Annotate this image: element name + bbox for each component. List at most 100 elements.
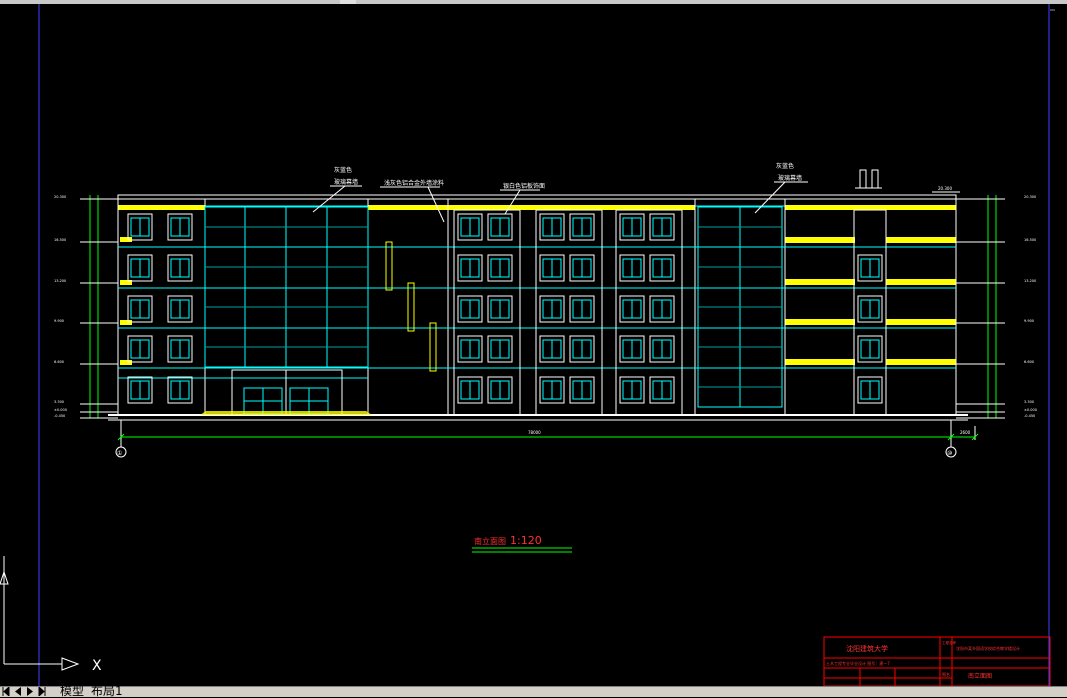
window xyxy=(539,295,565,323)
title-strip-nub xyxy=(340,0,356,4)
window xyxy=(167,213,193,241)
roof-level-mark: 20.300 xyxy=(932,186,960,193)
window xyxy=(857,376,883,404)
drawing-scale-text: 1:120 xyxy=(510,534,542,547)
window-bay xyxy=(535,209,603,416)
elevation-label-right: 9.900 xyxy=(1024,319,1034,323)
drawing-title-text: 南立面图 xyxy=(474,536,506,546)
elevation-label-right: ±0.000 xyxy=(1024,408,1037,412)
window xyxy=(569,213,595,241)
callout-2-line1: 浅灰色铝合金外墙涂料 xyxy=(384,179,444,187)
window xyxy=(649,376,675,404)
axis-left-label: ① xyxy=(117,450,122,457)
building-outline xyxy=(108,198,968,421)
callout-1-line1: 灰蓝色 xyxy=(334,166,352,174)
window xyxy=(127,295,153,323)
window xyxy=(649,335,675,363)
total-dimension: 78000 xyxy=(528,430,541,435)
window xyxy=(619,376,645,404)
window-title-strip xyxy=(0,0,1067,4)
window xyxy=(619,254,645,282)
window xyxy=(539,254,565,282)
window xyxy=(569,295,595,323)
roof-level-text: 20.300 xyxy=(938,186,952,191)
elevation-label-left: 9.900 xyxy=(54,319,64,323)
window-bay xyxy=(453,209,521,416)
elevation-label-right: -0.450 xyxy=(1024,414,1035,418)
south-elevation[interactable]: 20.300 16.500 13.200 9.900 6.600 3.300 ±0.000 -… xyxy=(54,162,1037,553)
window xyxy=(167,335,193,363)
dimension-line: 78000 2600 ① ⑩ xyxy=(115,420,979,458)
yellow-floor-bands xyxy=(118,205,956,365)
window xyxy=(539,213,565,241)
window xyxy=(167,254,193,282)
window xyxy=(127,254,153,282)
elevation-label-left: 20.300 xyxy=(54,195,66,199)
window xyxy=(857,335,883,363)
elevation-label-left: -0.450 xyxy=(54,414,65,418)
main-entrance xyxy=(200,369,372,416)
window xyxy=(457,254,483,282)
window xyxy=(569,254,595,282)
next-tab-icon[interactable] xyxy=(26,687,34,696)
vertical-scroll-area[interactable] xyxy=(1055,4,1067,686)
elevation-label-right: 13.200 xyxy=(1024,279,1036,283)
window xyxy=(539,376,565,404)
window-bay xyxy=(615,209,683,416)
window xyxy=(167,376,193,404)
elevation-label-left: 16.500 xyxy=(54,238,66,242)
elevation-label-left: ±0.000 xyxy=(54,408,67,412)
elevation-label-left: 3.300 xyxy=(54,400,64,404)
window xyxy=(619,335,645,363)
window xyxy=(487,295,513,323)
callout-3: 银白色铝板饰面 xyxy=(500,182,545,215)
tab-model[interactable]: 模型 xyxy=(60,684,85,698)
window xyxy=(127,335,153,363)
title-block-drawing-name: 南立面图 xyxy=(968,672,992,680)
title-block-course: 土木工程专业毕业设计 图号：建—7 xyxy=(826,660,890,666)
window xyxy=(487,335,513,363)
window-grid xyxy=(127,209,887,416)
tab-layout1[interactable]: 布局1 xyxy=(91,684,123,698)
drawing-canvas[interactable]: 20.300 16.500 13.200 9.900 6.600 3.300 ±0.000 -… xyxy=(0,4,1067,687)
callout-4-line1: 灰蓝色 xyxy=(776,162,794,170)
window xyxy=(649,295,675,323)
last-tab-icon[interactable] xyxy=(38,687,46,696)
cyan-floor-lines xyxy=(118,246,956,379)
prev-tab-icon[interactable] xyxy=(14,687,22,696)
window xyxy=(487,376,513,404)
window xyxy=(457,376,483,404)
window xyxy=(457,295,483,323)
elevation-label-left: 13.200 xyxy=(54,279,66,283)
window xyxy=(487,213,513,241)
window xyxy=(569,335,595,363)
callout-1: 灰蓝色 玻璃幕墙 xyxy=(312,166,362,213)
elevation-label-left: 6.600 xyxy=(54,360,64,364)
axis-right-label: ⑩ xyxy=(947,450,952,457)
callout-4-line2: 玻璃幕墙 xyxy=(778,174,802,182)
window xyxy=(569,376,595,404)
callout-3-line1: 银白色铝板饰面 xyxy=(503,182,545,190)
ucs-icon: X xyxy=(0,556,102,674)
window xyxy=(487,254,513,282)
window xyxy=(619,213,645,241)
window xyxy=(127,213,153,241)
right-dimension: 2600 xyxy=(960,430,971,435)
drawing-title: 南立面图 1:120 xyxy=(472,534,572,553)
stair-windows xyxy=(385,241,437,372)
callout-4: 灰蓝色 玻璃幕墙 xyxy=(754,162,808,214)
window xyxy=(649,213,675,241)
callout-1-line2: 玻璃幕墙 xyxy=(334,178,358,186)
window xyxy=(167,295,193,323)
elevation-scale-right: 20.30016.50013.2009.9006.6003.300±0.000-… xyxy=(956,195,1037,419)
ucs-x-label: X xyxy=(92,658,102,674)
elevation-label-right: 6.600 xyxy=(1024,360,1034,364)
window xyxy=(457,335,483,363)
curtain-wall-right xyxy=(697,206,783,408)
window xyxy=(857,254,883,282)
elevation-label-right: 20.300 xyxy=(1024,195,1036,199)
callout-2: 浅灰色铝合金外墙涂料 xyxy=(380,179,445,223)
elevation-label-right: 3.300 xyxy=(1024,400,1034,404)
first-tab-icon[interactable] xyxy=(2,687,10,696)
elevation-scale-left: 20.300 16.500 13.200 9.900 6.600 3.300 ±0.000 -… xyxy=(54,195,118,419)
